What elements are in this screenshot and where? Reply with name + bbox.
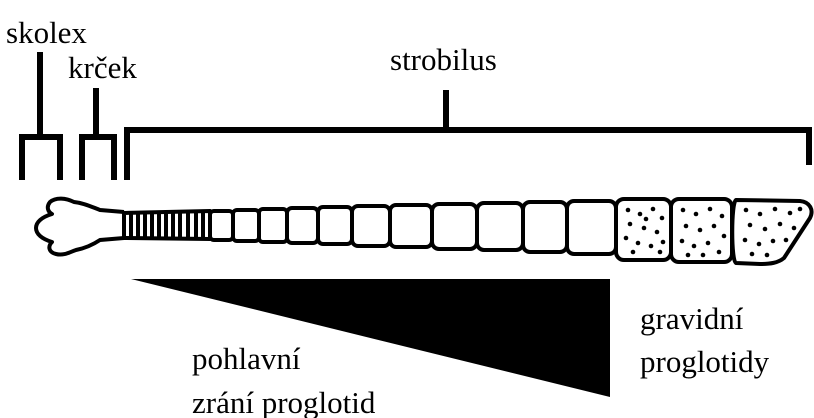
proglottid <box>477 203 523 250</box>
label-maturation-line2: zrání proglotid <box>192 385 376 418</box>
proglottid <box>233 210 259 241</box>
tapeworm-body <box>36 199 812 264</box>
label-gravid-line1: gravidní <box>640 301 744 336</box>
neck-bracket <box>82 88 114 180</box>
proglottid <box>523 202 567 252</box>
proglottid <box>259 209 287 242</box>
label-scolex: skolex <box>6 15 87 50</box>
scolex-bracket <box>22 52 60 180</box>
proglottid <box>210 211 233 240</box>
strobila-bracket <box>127 90 812 180</box>
proglottid <box>567 201 616 254</box>
label-maturation-line1: pohlavní <box>192 341 301 376</box>
proglottid <box>318 207 352 244</box>
scolex-shape <box>36 199 124 255</box>
label-gravid-line2: proglotidy <box>640 344 770 379</box>
proglottid <box>352 206 390 246</box>
proglottid <box>287 208 318 243</box>
proglottid <box>390 205 432 247</box>
label-strobila: strobilus <box>390 42 497 77</box>
maturation-wedge <box>131 279 610 397</box>
proglottid <box>432 204 477 249</box>
label-neck: krček <box>68 50 137 85</box>
